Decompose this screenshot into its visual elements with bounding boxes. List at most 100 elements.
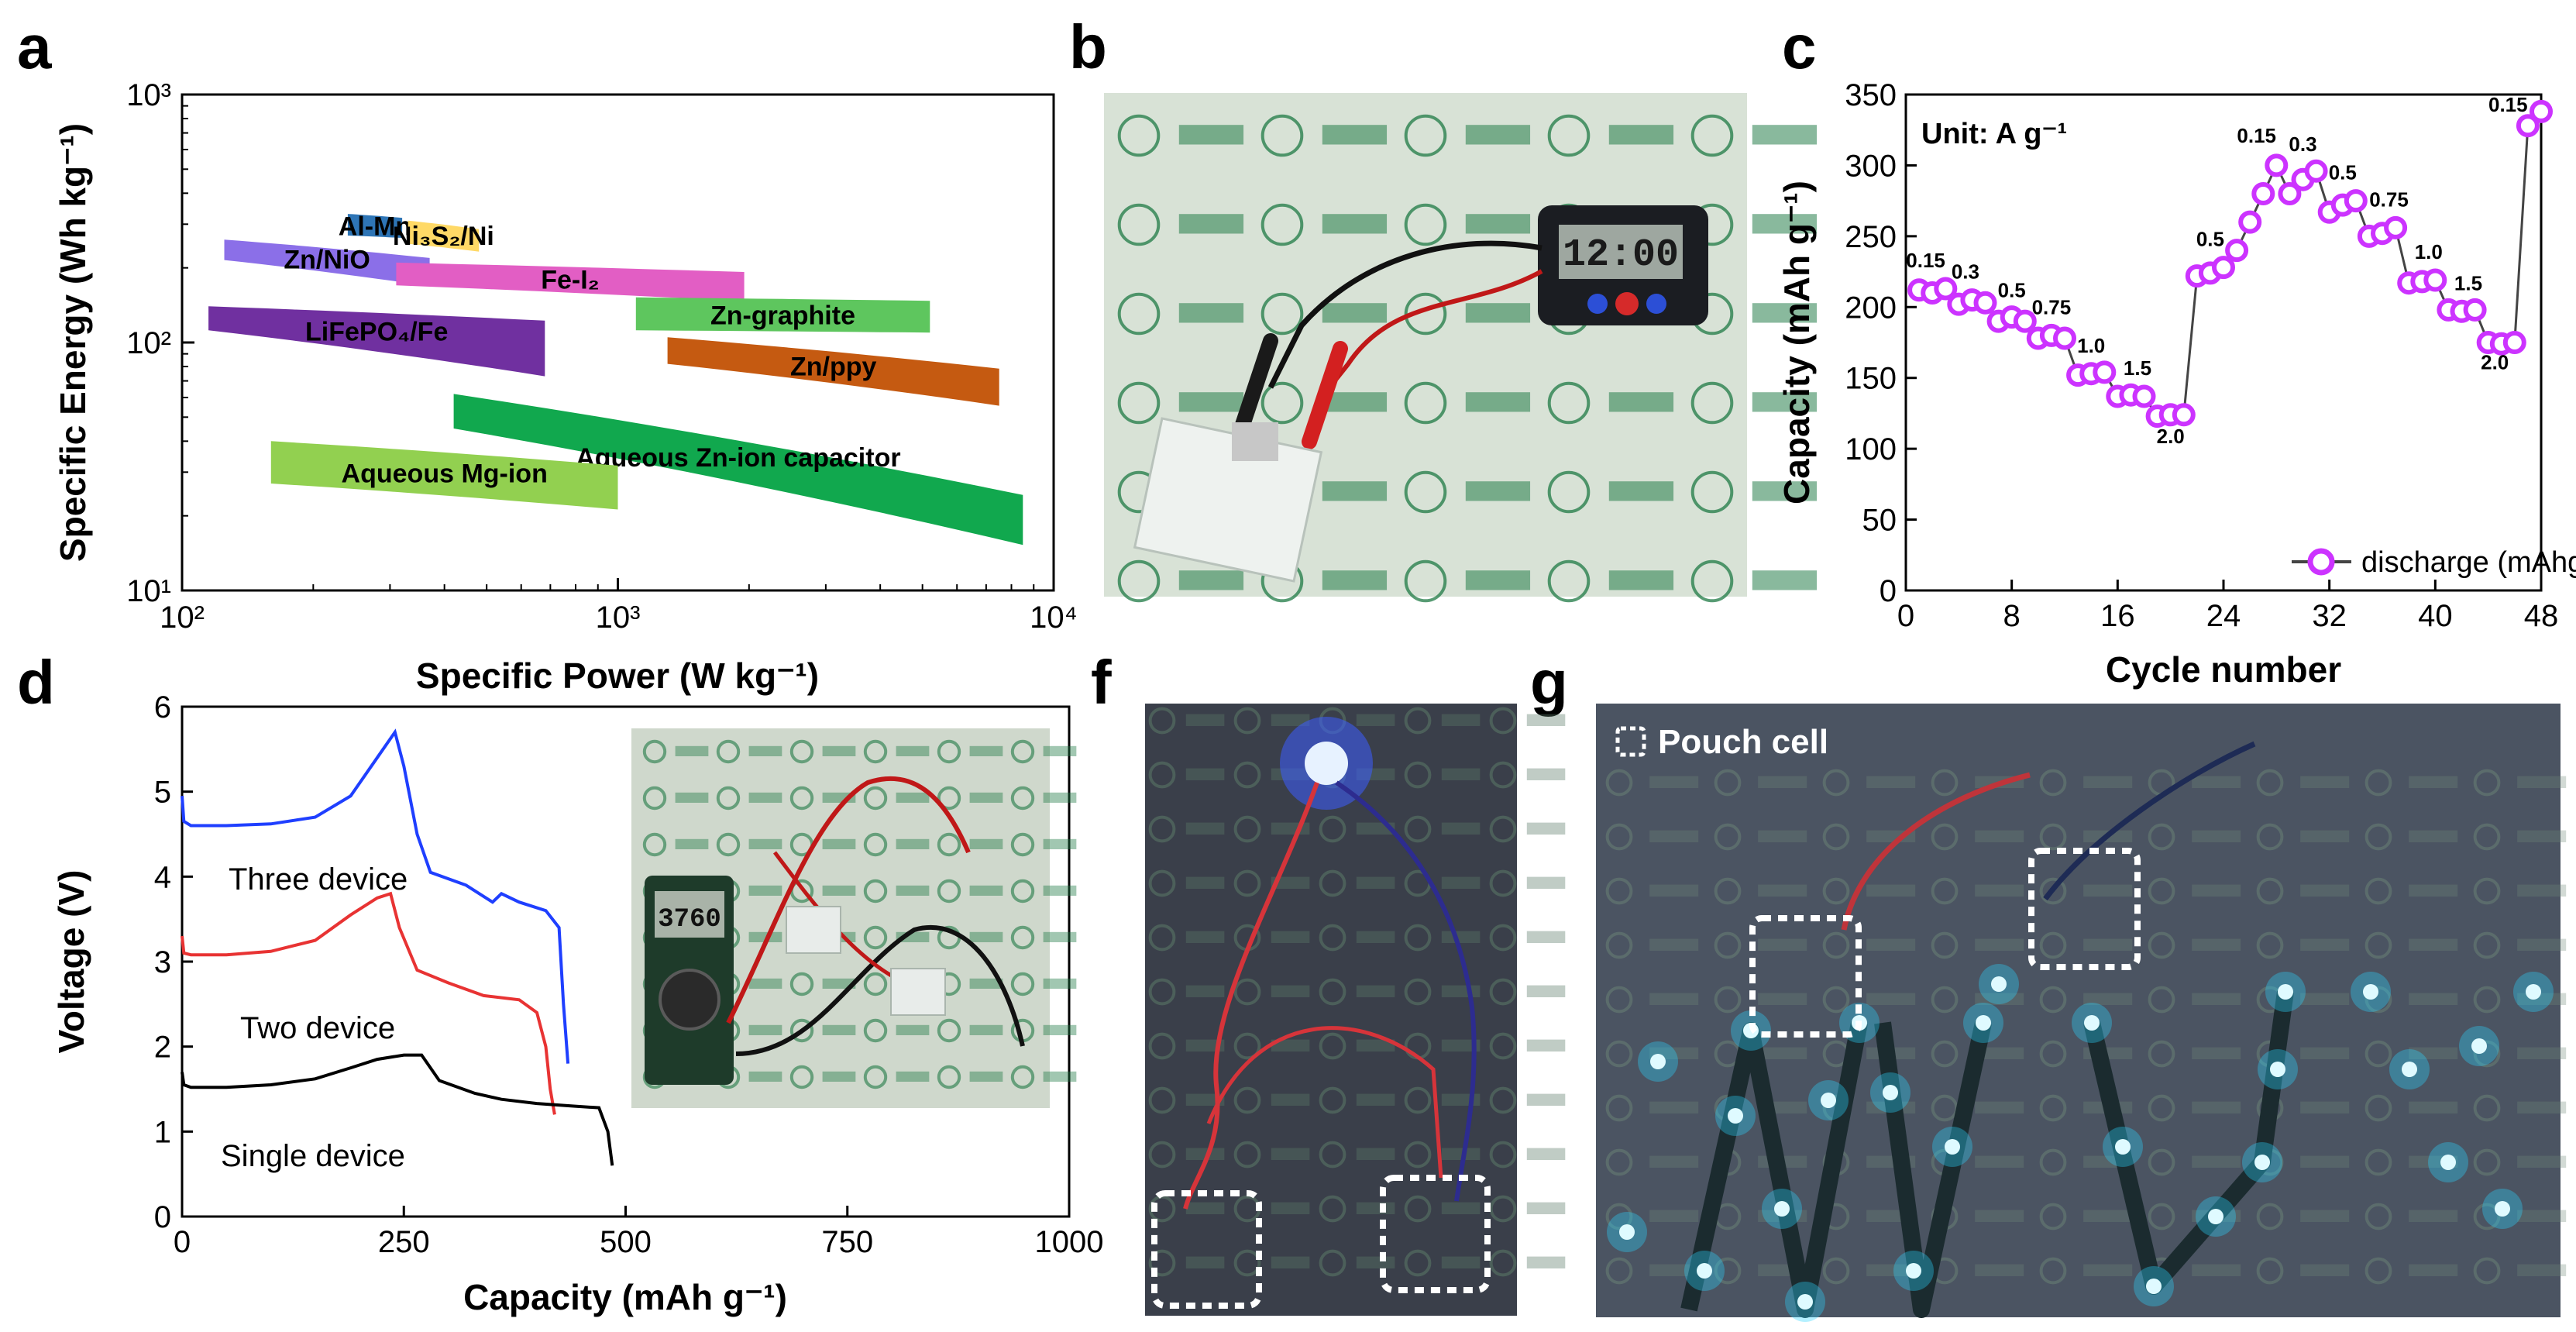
logo-mark xyxy=(789,972,814,996)
photo-b: 12:00 xyxy=(1104,93,1818,603)
rate-label-9: 0.3 xyxy=(2289,133,2316,156)
discharge-point xyxy=(2463,298,2487,322)
logo-mark xyxy=(2364,877,2392,905)
led-12 xyxy=(2084,1015,2100,1031)
logo-mark xyxy=(1489,1032,1517,1060)
logo-mark xyxy=(1931,877,1959,905)
logo-mark xyxy=(2473,823,2501,851)
logo-mark xyxy=(1260,381,1304,425)
logo-mark xyxy=(1233,1032,1261,1060)
logo-mark xyxy=(1605,931,1633,959)
discharge-point xyxy=(2278,182,2302,205)
logo-text-mark xyxy=(1649,1155,1699,1168)
logo-mark xyxy=(1714,823,1742,851)
logo-mark xyxy=(1010,832,1035,857)
logo-text-mark xyxy=(675,792,709,803)
logo-text-mark xyxy=(1185,1039,1225,1051)
logo-text-mark xyxy=(1356,1039,1395,1051)
voltage-curve-0 xyxy=(181,728,570,1064)
logo-text-mark xyxy=(1526,768,1566,780)
logo-text-mark xyxy=(1043,885,1077,896)
led-11 xyxy=(1991,976,2007,992)
logo-text-mark xyxy=(896,885,930,896)
led-22 xyxy=(2526,984,2541,1000)
logo-text-mark xyxy=(2409,776,2458,788)
y-tick-label-d-4: 4 xyxy=(154,860,171,894)
led-21 xyxy=(2471,1038,2487,1054)
logo-text-mark xyxy=(822,1071,856,1082)
logo-text-mark xyxy=(1441,1202,1481,1214)
rate-label-3: 0.75 xyxy=(2032,295,2072,318)
logo-text-mark xyxy=(1649,1101,1699,1113)
discharge-point xyxy=(2344,189,2368,213)
logo-mark xyxy=(1148,815,1176,843)
y-tick-label-a-0: 10¹ xyxy=(126,574,171,608)
legend-box-g xyxy=(1615,726,1646,757)
logo-mark xyxy=(1931,931,1959,959)
logo-mark xyxy=(1260,292,1304,336)
logo-text-mark xyxy=(1271,985,1310,997)
rate-label-11: 0.75 xyxy=(2369,188,2409,212)
voltage-curve-2 xyxy=(181,1053,614,1166)
logo-text-mark xyxy=(1441,985,1481,997)
logo-text-mark xyxy=(1975,993,2024,1005)
led-24 xyxy=(2495,1201,2510,1217)
logo-mark xyxy=(1489,924,1517,952)
logo-text-mark xyxy=(1526,1202,1566,1214)
logo-mark xyxy=(1319,1032,1346,1060)
logo-mark xyxy=(1489,1086,1517,1114)
logo-mark xyxy=(1010,786,1035,811)
logo-mark xyxy=(1605,769,1633,797)
logo-text-mark xyxy=(822,885,856,896)
logo-mark xyxy=(1690,559,1734,603)
logo-text-mark xyxy=(1185,714,1225,726)
led-9 xyxy=(1945,1139,1960,1155)
logo-text-mark xyxy=(1752,214,1818,234)
series-label-two: Two device xyxy=(240,1011,395,1045)
logo-text-mark xyxy=(1043,978,1077,989)
led-17 xyxy=(2270,1062,2285,1077)
logo-mark xyxy=(1605,877,1633,905)
logo-mark xyxy=(1148,1141,1176,1169)
discharge-point xyxy=(2093,360,2117,384)
logo-mark xyxy=(2039,1148,2067,1176)
logo-mark xyxy=(1931,823,1959,851)
logo-mark xyxy=(1605,1040,1633,1068)
logo-text-mark xyxy=(969,978,1003,989)
logo-text-mark xyxy=(2192,1101,2241,1113)
logo-text-mark xyxy=(2517,1047,2567,1059)
band-label-6: Zn/ppy xyxy=(790,352,877,381)
discharge-point xyxy=(2265,153,2289,177)
logo-mark xyxy=(1690,381,1734,425)
logo-text-mark xyxy=(2517,1101,2567,1113)
led-14 xyxy=(2146,1279,2162,1294)
logo-mark xyxy=(1148,978,1176,1006)
logo-text-mark xyxy=(1043,1071,1077,1082)
band-label-2: Zn/NiO xyxy=(284,246,370,275)
discharge-point xyxy=(2212,256,2235,280)
logo-text-mark xyxy=(1866,938,1916,951)
logo-text-mark xyxy=(1975,1155,2024,1168)
logo-text-mark xyxy=(748,745,782,756)
logo-text-mark xyxy=(1758,884,1807,897)
logo-text-mark xyxy=(969,838,1003,849)
x-tick-label-d-1: 250 xyxy=(378,1225,430,1259)
logo-mark xyxy=(1319,1195,1346,1223)
rate-label-14: 2.0 xyxy=(2481,351,2509,374)
photo-g: Pouch cell xyxy=(1596,704,2567,1322)
logo-text-mark xyxy=(2300,830,2350,842)
y-tick-label-d-6: 6 xyxy=(154,690,171,725)
logo-text-mark xyxy=(1441,768,1481,780)
x-tick-label-d-4: 1000 xyxy=(1035,1225,1104,1259)
logo-mark xyxy=(789,1065,814,1089)
led-23 xyxy=(2440,1155,2456,1170)
logo-text-mark xyxy=(1866,1264,1916,1276)
logo-mark xyxy=(1117,292,1161,336)
logo-text-mark xyxy=(2192,776,2241,788)
series-label-single: Single device xyxy=(221,1139,405,1173)
logo-text-mark xyxy=(2517,938,2567,951)
logo-text-mark xyxy=(1752,303,1818,323)
logo-text-mark xyxy=(2083,884,2133,897)
logo-text-mark xyxy=(1975,1047,2024,1059)
